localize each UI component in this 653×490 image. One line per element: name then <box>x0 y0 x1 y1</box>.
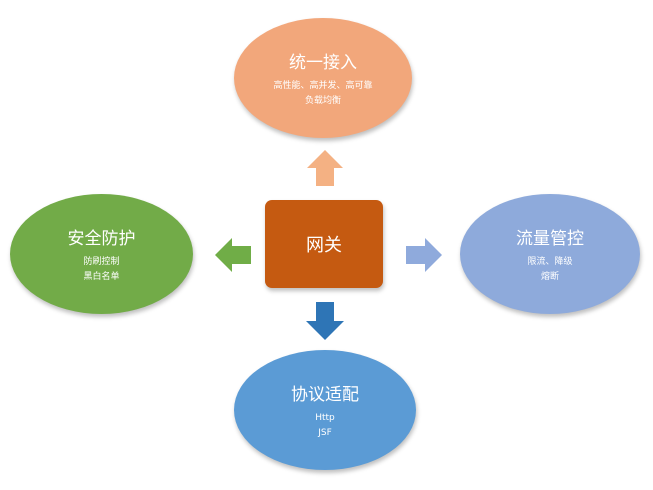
arrow-right-icon <box>406 238 442 272</box>
node-detail: Http <box>315 412 335 423</box>
node-unified-access: 统一接入 高性能、高并发、高可靠 负载均衡 <box>234 18 412 138</box>
node-traffic-control: 流量管控 限流、降级 熔断 <box>460 194 640 314</box>
arrow-left-icon <box>215 238 251 272</box>
node-detail: 黑白名单 <box>83 271 120 282</box>
node-detail: 负载均衡 <box>304 95 341 106</box>
node-detail: 防刷控制 <box>83 256 120 267</box>
node-title: 统一接入 <box>289 52 357 73</box>
node-detail: 高性能、高并发、高可靠 <box>273 80 373 91</box>
node-title: 流量管控 <box>516 228 584 249</box>
node-security: 安全防护 防刷控制 黑白名单 <box>10 194 193 314</box>
node-protocol-adapter: 协议适配 Http JSF <box>234 350 416 470</box>
gateway-box: 网关 <box>265 200 383 288</box>
gateway-label: 网关 <box>306 235 342 256</box>
node-detail: 限流、降级 <box>527 256 573 267</box>
arrow-up-icon <box>307 150 343 186</box>
node-detail: JSF <box>318 427 332 438</box>
node-detail: 熔断 <box>540 271 559 282</box>
arrow-down-icon <box>306 302 344 340</box>
node-title: 安全防护 <box>67 228 136 249</box>
node-title: 协议适配 <box>291 384 359 405</box>
